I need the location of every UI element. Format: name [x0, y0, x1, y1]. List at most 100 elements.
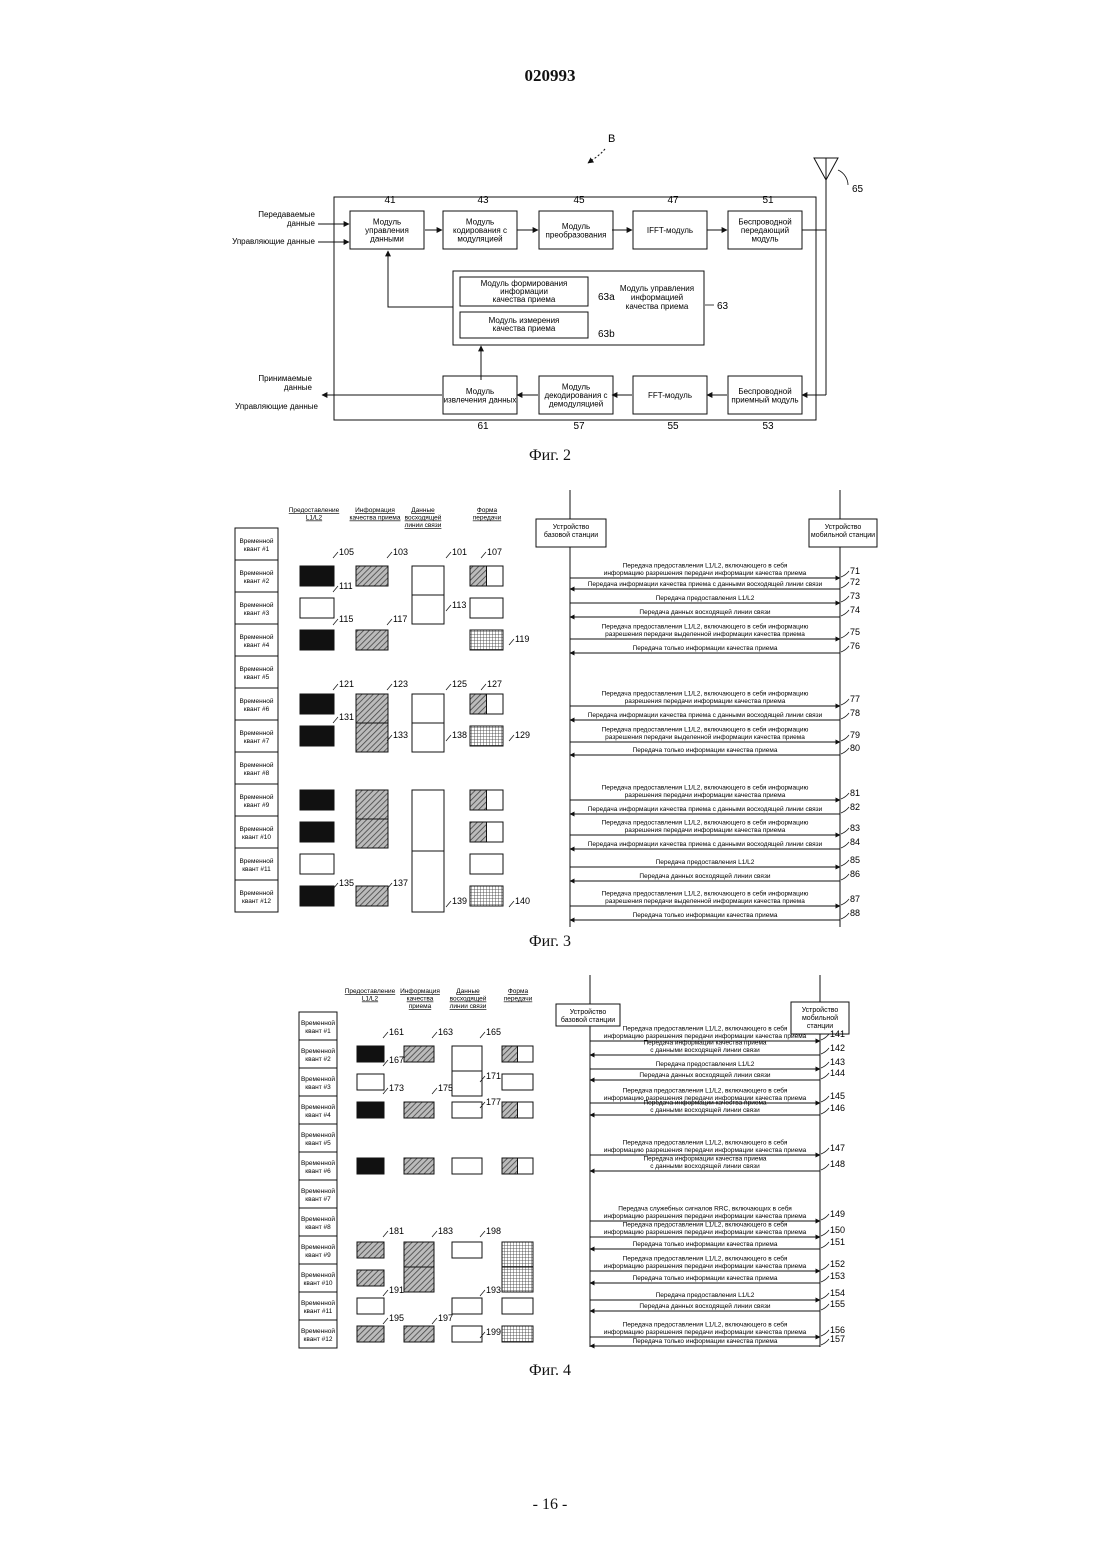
cell-black [300, 726, 334, 746]
rx-data-label-2: данные [284, 383, 313, 392]
cell-hatch [404, 1326, 434, 1342]
rx-data-label-1: Принимаемые [258, 374, 312, 383]
message-label-146: с данными восходящей линии связи [650, 1106, 760, 1114]
cell-hatch [404, 1158, 434, 1174]
ref-88: 88 [850, 908, 860, 918]
slot-label: Временной [301, 1047, 335, 1055]
slot-label: Временной [239, 729, 273, 737]
ref-leader [333, 619, 338, 625]
cell-hatch-half [470, 822, 487, 842]
ref-57: 57 [573, 421, 585, 432]
ref-leader [821, 1230, 829, 1236]
ref-41: 41 [384, 195, 396, 206]
cell-white [300, 854, 334, 874]
cell-white [452, 1298, 482, 1314]
ref-leader [333, 684, 338, 690]
slot-label: квант #5 [244, 674, 270, 681]
column-header: Предоставление [345, 988, 396, 995]
message-label-149: информацию разрешения передачи информаци… [604, 1213, 807, 1220]
slot-label: Временной [301, 1075, 335, 1083]
cell-hatch [404, 1046, 434, 1062]
message-label-145: Передача предоставления L1/L2, включающе… [623, 1087, 788, 1095]
ref-leader [481, 552, 486, 558]
message-label-82: Передача информации качества приема с да… [588, 805, 823, 813]
ref-140: 140 [515, 896, 530, 906]
message-label-77: разрешения передачи информации качества … [625, 698, 786, 705]
ref-78: 78 [850, 708, 860, 718]
message-label-75: разрешения передачи выделенной информаци… [605, 630, 805, 638]
page-number: - 16 - [0, 1496, 1100, 1514]
message-label-152: Передача предоставления L1/L2, включающе… [623, 1255, 788, 1263]
ref-leader [383, 1318, 388, 1324]
message-label-150: Передача предоставления L1/L2, включающе… [623, 1221, 788, 1229]
slot-label: квант #7 [305, 1196, 331, 1203]
module-63-line-2: информацией [631, 293, 683, 302]
cell-white [502, 1298, 533, 1314]
message-label-85: Передача предоставления L1/L2 [656, 859, 755, 866]
slot-label: Временной [239, 665, 273, 673]
message-label-142: Передача информации качества приема [643, 1040, 766, 1047]
cell-white [357, 1074, 384, 1090]
ref-leader [446, 605, 451, 611]
message-label-146: Передача информации качества приема [643, 1100, 766, 1107]
column-header: качества [407, 996, 434, 1003]
ref-101: 101 [452, 547, 467, 557]
ref-leader [841, 807, 849, 813]
cell-black [300, 694, 334, 714]
ref-198: 198 [486, 1226, 501, 1236]
ref-154: 154 [830, 1288, 845, 1298]
slot-label: Временной [301, 1271, 335, 1279]
base-station-label: базовой станции [561, 1016, 615, 1024]
ref-leader [821, 1214, 829, 1220]
ref-leader [841, 582, 849, 588]
column-header: приема [409, 1003, 432, 1010]
ref-55: 55 [667, 421, 679, 432]
ref-142: 142 [830, 1043, 845, 1053]
message-label-87: Передача предоставления L1/L2, включающе… [602, 890, 809, 898]
ref-87: 87 [850, 894, 860, 904]
ref-193: 193 [486, 1285, 501, 1295]
ref-leader [480, 1231, 485, 1237]
slot-label: Временной [239, 601, 273, 609]
cell-black [300, 790, 334, 810]
slot-label: квант #5 [305, 1140, 331, 1147]
cell-black [300, 630, 334, 650]
ref-leader [821, 1148, 829, 1154]
ctrl-data-out-label: Управляющие данные [235, 402, 318, 411]
ref-leader [509, 901, 514, 907]
column-header: линии связи [450, 1003, 487, 1010]
message-label-143: Передача предоставления L1/L2 [656, 1061, 755, 1068]
message-label-148: Передача информации качества приема [643, 1156, 766, 1163]
ref-150: 150 [830, 1225, 845, 1235]
message-label-150: информацию разрешения передачи информаци… [604, 1229, 807, 1236]
ref-leader [841, 793, 849, 799]
message-label-78: Передача информации качества приема с да… [588, 711, 823, 719]
message-label-87: разрешения передачи выделенной информаци… [605, 897, 805, 905]
slot-label: Временной [239, 633, 273, 641]
ref-leader [841, 713, 849, 719]
document-number: 020993 [0, 66, 1100, 86]
cell-white [452, 1158, 482, 1174]
ref-leader [432, 1318, 437, 1324]
ref-leader [841, 860, 849, 866]
message-label-144: Передача данных восходящей линии связи [639, 1071, 771, 1079]
ref-leader [821, 1242, 829, 1248]
cell-white [452, 1242, 482, 1258]
ref-75: 75 [850, 627, 860, 637]
cell-black [300, 886, 334, 906]
cell-grid [470, 886, 503, 906]
column-header: качества приема [350, 515, 401, 522]
ref-86: 86 [850, 869, 860, 879]
ref-63: 63 [717, 301, 729, 312]
ref-199: 199 [486, 1327, 501, 1337]
message-label-72: Передача информации качества приема с да… [588, 580, 823, 588]
ref-leader [841, 828, 849, 834]
ref-leader [821, 1108, 829, 1114]
ref-63a: 63a [598, 292, 615, 303]
ref-80: 80 [850, 743, 860, 753]
module-43-line: модуляцией [457, 235, 502, 244]
ref-leader [387, 552, 392, 558]
slot-label: квант #7 [244, 738, 270, 745]
cell-hatch-half [470, 566, 487, 586]
cell-black [357, 1046, 384, 1062]
